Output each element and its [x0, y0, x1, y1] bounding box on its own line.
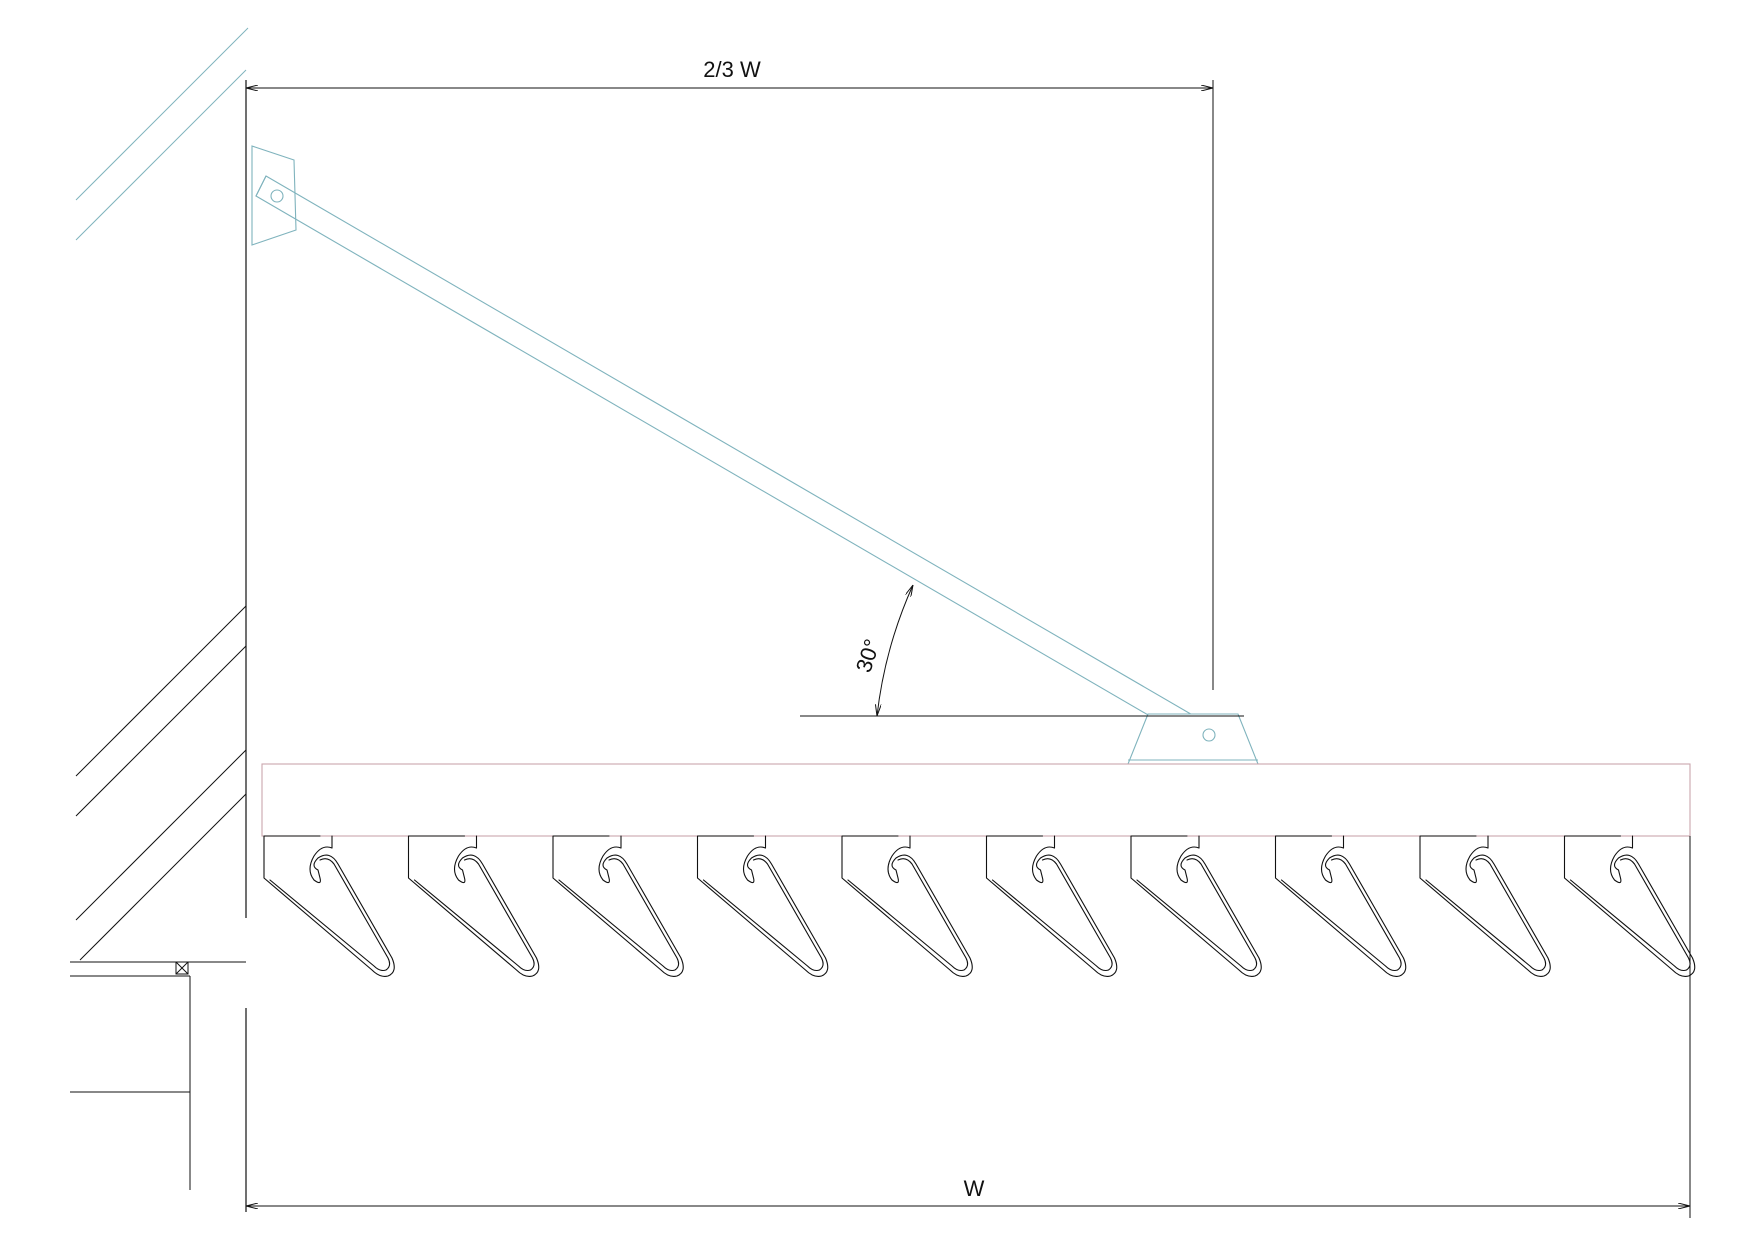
hook	[696, 835, 829, 977]
wall-hatch-lower	[75, 605, 247, 961]
strut-arm	[255, 175, 1233, 759]
dimension-two-thirds-w: 2/3 W	[246, 57, 1214, 690]
dimension-w: W	[246, 836, 1691, 1218]
hook	[552, 835, 684, 977]
wall	[70, 27, 249, 1212]
angle-label: 30°	[851, 636, 885, 675]
hook	[1563, 835, 1696, 977]
wall-bracket	[251, 145, 297, 246]
hook-row	[263, 835, 1696, 977]
hook	[1130, 835, 1262, 977]
wall-hatch-upper	[75, 27, 249, 241]
diagonal-strut	[251, 145, 1259, 765]
hook	[407, 835, 540, 977]
floor-ledge	[70, 961, 246, 1190]
hook	[1274, 835, 1407, 977]
bottom-dimension-label: W	[964, 1176, 985, 1201]
hook	[1419, 835, 1551, 977]
hook	[263, 835, 395, 977]
bolt-awning	[1202, 728, 1216, 742]
top-dimension-label: 2/3 W	[703, 57, 761, 82]
bolt-wall	[270, 189, 284, 203]
hook	[841, 835, 973, 977]
angle-indicator: 30°	[800, 585, 1244, 717]
awning-bracket	[1127, 713, 1259, 765]
angle-arc	[877, 585, 913, 716]
awning-board	[261, 763, 1691, 837]
hook	[985, 835, 1118, 977]
